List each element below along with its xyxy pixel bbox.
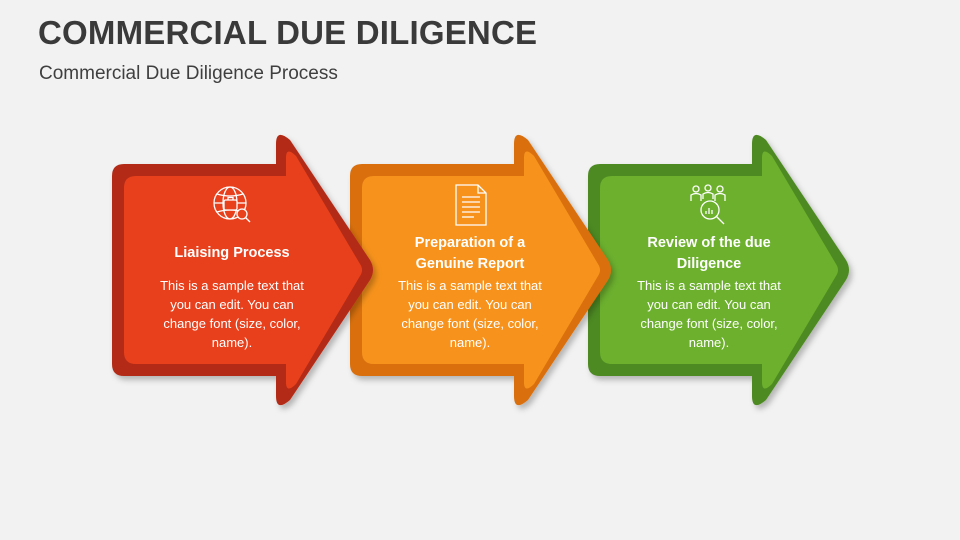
people-analysis-icon [690, 184, 726, 225]
slide-subtitle: Commercial Due Diligence Process [39, 63, 338, 84]
step-3-heading: Review of the due Diligence [647, 235, 771, 272]
step-2-body: This is a sample text that you can edit.… [398, 278, 542, 350]
step-2-arrow [350, 134, 611, 406]
step-3-body: This is a sample text that you can edit.… [637, 278, 781, 350]
step-2-heading: Preparation of a Genuine Report [414, 235, 526, 272]
globe-briefcase-icon [213, 186, 251, 223]
step-1-text: Liaising Process This is a sample text t… [157, 243, 307, 352]
step-1-arrow [112, 134, 373, 406]
step-3-text: Review of the due Diligence This is a sa… [634, 233, 784, 352]
step-1-heading: Liaising Process [174, 245, 290, 261]
step-1-body: This is a sample text that you can edit.… [160, 278, 304, 350]
step-3-arrow [588, 134, 849, 406]
step-2-text: Preparation of a Genuine Report This is … [395, 233, 545, 352]
document-icon [455, 184, 487, 226]
slide-title: COMMERCIAL DUE DILIGENCE [38, 14, 538, 51]
